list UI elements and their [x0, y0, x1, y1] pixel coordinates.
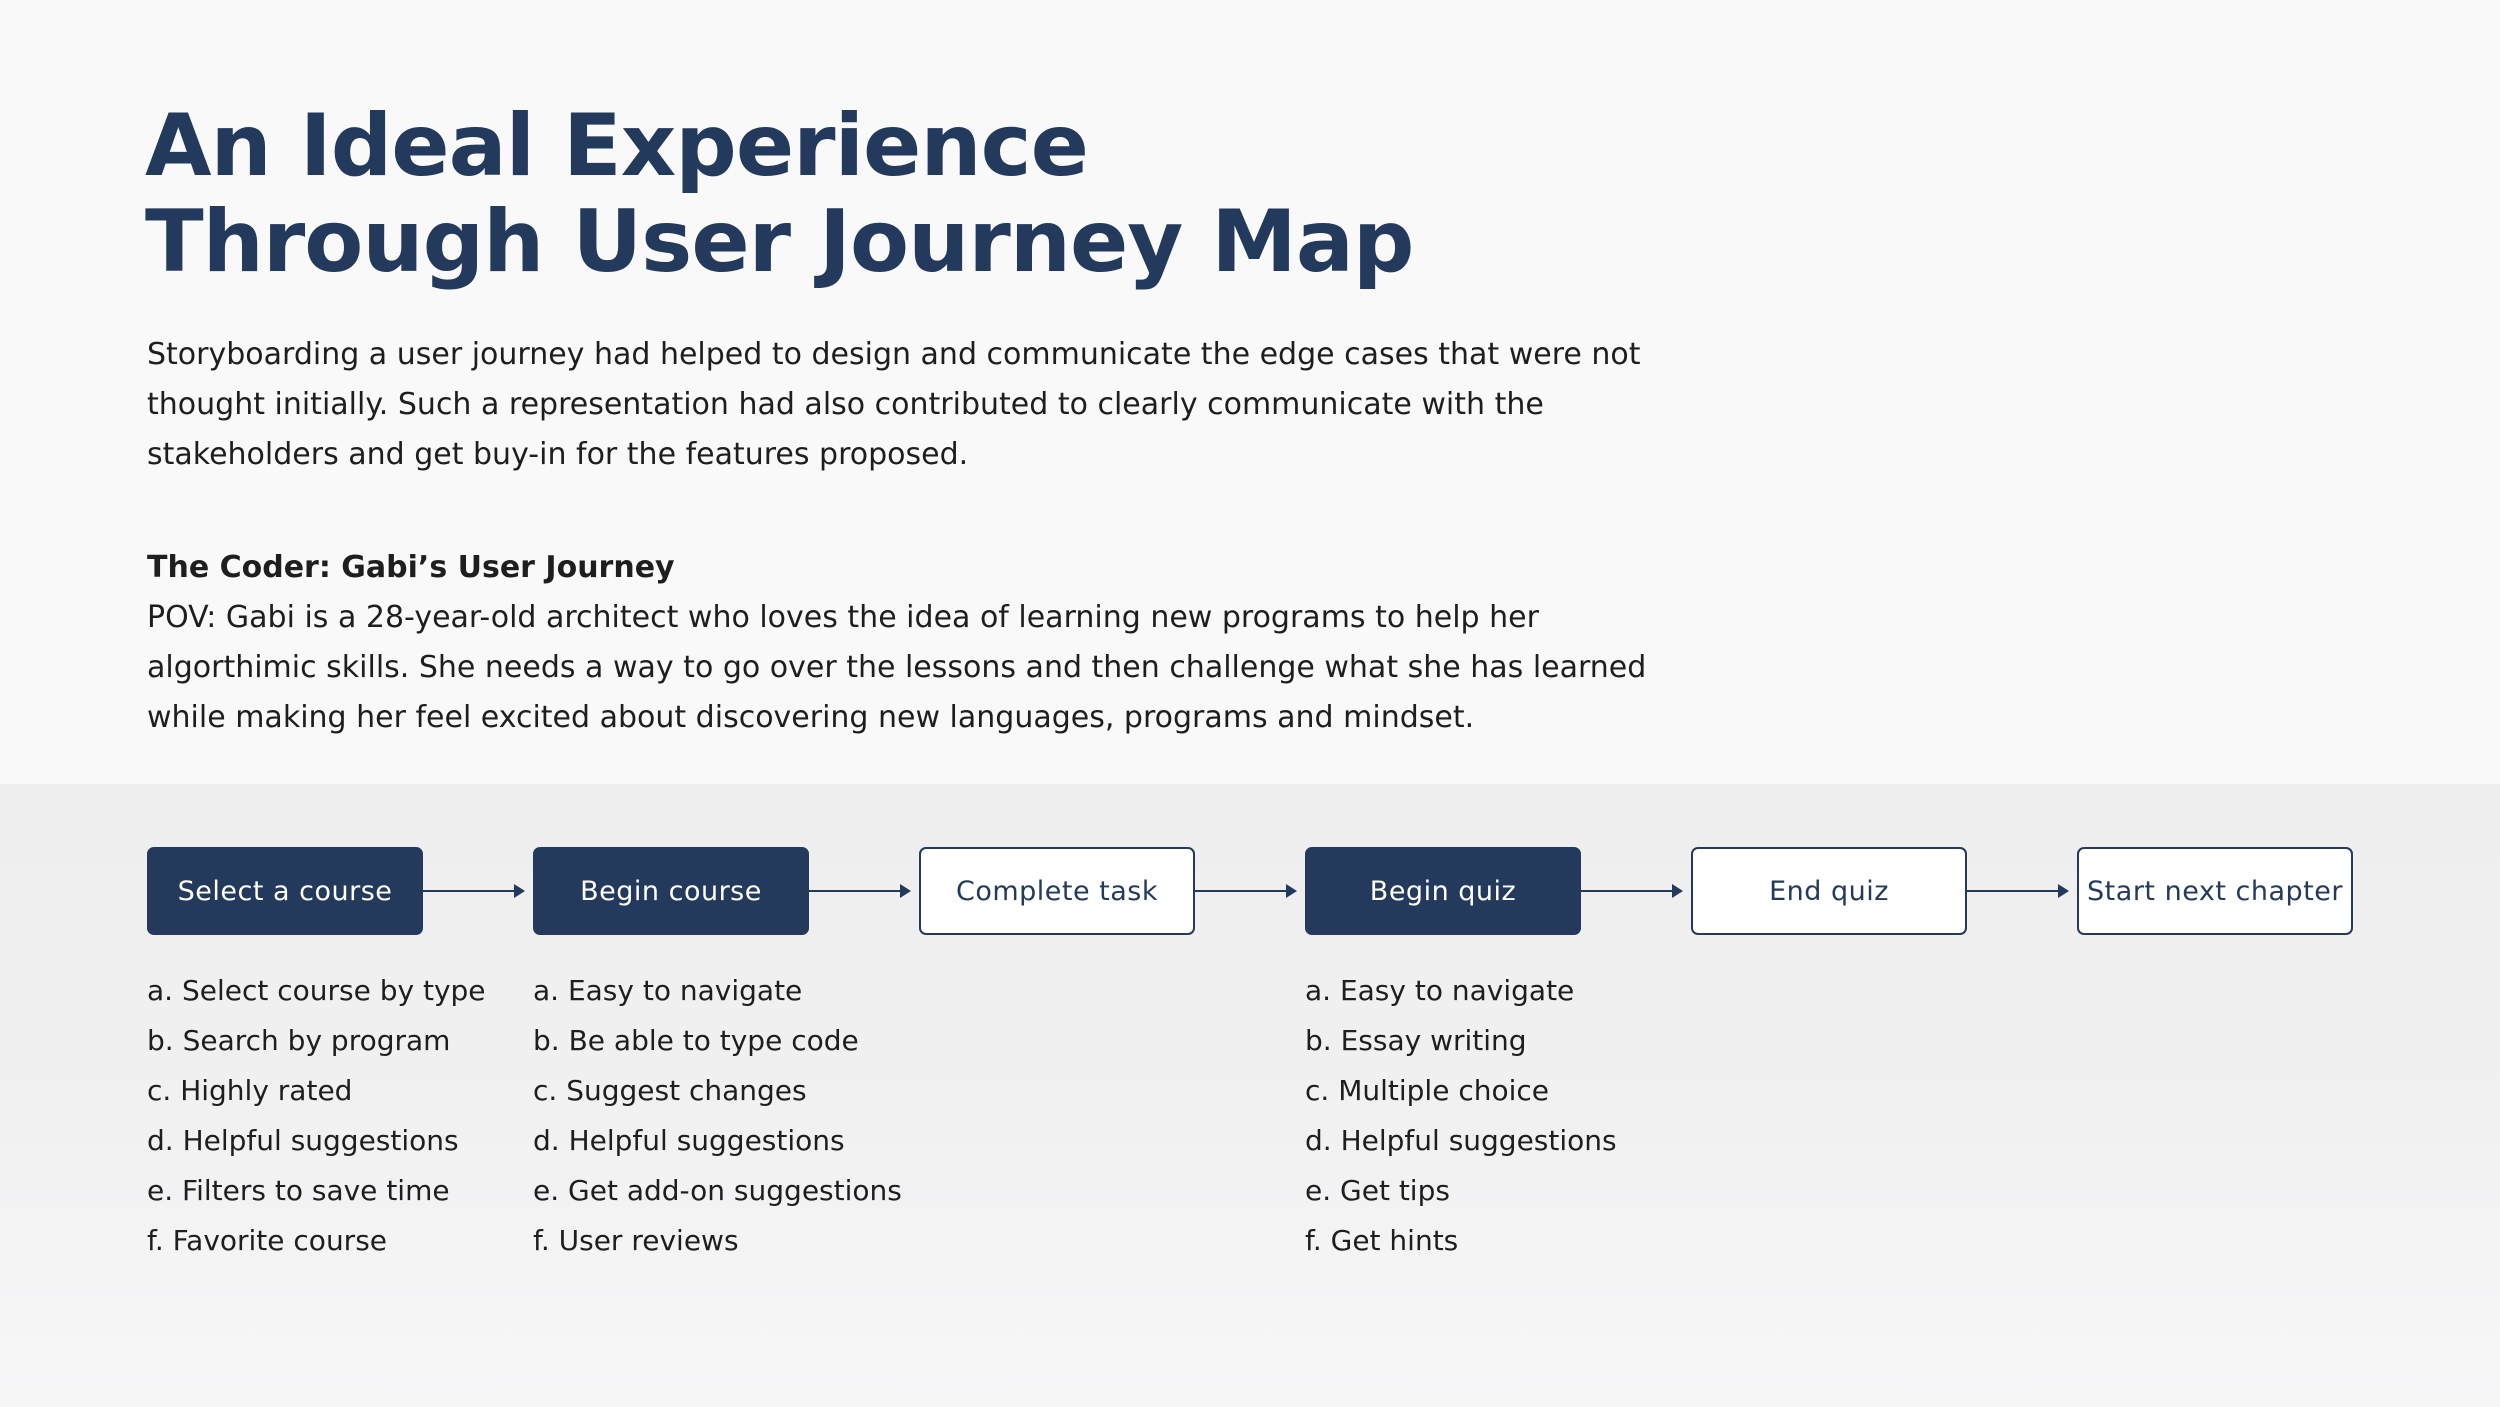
page-title: An Ideal Experience Through User Journey…	[145, 96, 1414, 292]
list-item: f. User reviews	[533, 1224, 739, 1257]
step-begin-course: Begin course	[533, 847, 809, 935]
list-item: e. Get tips	[1305, 1174, 1450, 1207]
intro-paragraph: Storyboarding a user journey had helped …	[147, 337, 1641, 472]
list-item: a. Select course by type	[147, 974, 486, 1007]
list-item: c. Multiple choice	[1305, 1074, 1549, 1107]
step-complete-task: Complete task	[919, 847, 1195, 935]
begin-course-details: a. Easy to navigate b. Be able to type c…	[533, 966, 902, 1266]
header-section	[0, 0, 2500, 784]
list-item: b. Be able to type code	[533, 1024, 859, 1057]
begin-quiz-details: a. Easy to navigate b. Essay writing c. …	[1305, 966, 1617, 1266]
list-item: b. Search by program	[147, 1024, 451, 1057]
step-select-a-course: Select a course	[147, 847, 423, 935]
arrow-connector	[809, 884, 911, 898]
list-item: a. Easy to navigate	[533, 974, 803, 1007]
persona-pov: POV: Gabi is a 28-year-old architect who…	[147, 600, 1647, 735]
page-title-line-2: Through User Journey Map	[145, 192, 1414, 292]
step-begin-quiz: Begin quiz	[1305, 847, 1581, 935]
list-item: d. Helpful suggestions	[1305, 1124, 1617, 1157]
list-item: b. Essay writing	[1305, 1024, 1527, 1057]
list-item: d. Helpful suggestions	[533, 1124, 845, 1157]
list-item: f. Get hints	[1305, 1224, 1459, 1257]
persona-title: The Coder: Gabi’s User Journey	[147, 550, 675, 585]
page-title-line-1: An Ideal Experience	[145, 96, 1089, 196]
list-item: e. Filters to save time	[147, 1174, 450, 1207]
list-item: c. Highly rated	[147, 1074, 353, 1107]
arrow-connector	[1581, 884, 1683, 898]
list-item: c. Suggest changes	[533, 1074, 807, 1107]
list-item: a. Easy to navigate	[1305, 974, 1575, 1007]
step-end-quiz: End quiz	[1691, 847, 1967, 935]
list-item: e. Get add-on suggestions	[533, 1174, 902, 1207]
arrow-connector	[1195, 884, 1297, 898]
step-start-next-chapter: Start next chapter	[2077, 847, 2353, 935]
select-course-details: a. Select course by type b. Search by pr…	[147, 966, 486, 1266]
arrow-connector	[423, 884, 525, 898]
arrow-connector	[1967, 884, 2069, 898]
list-item: f. Favorite course	[147, 1224, 388, 1257]
list-item: d. Helpful suggestions	[147, 1124, 459, 1157]
